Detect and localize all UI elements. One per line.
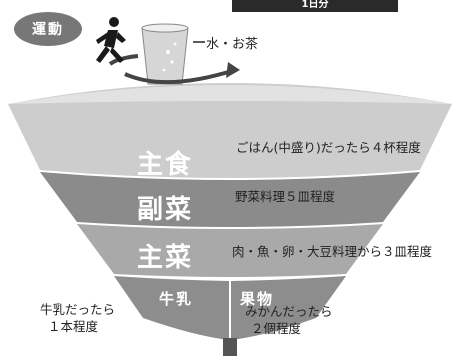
- fruit-description: みかんだったら ２個程度: [245, 303, 333, 337]
- layer-side-dish-shape: [40, 172, 420, 227]
- layer-main-dish-shape: [77, 224, 383, 277]
- layer-milk-shape: [114, 276, 229, 340]
- layer-fruit-label: 果物: [239, 290, 274, 308]
- layer-staple-label: 主食: [136, 150, 193, 180]
- layer-staple-top-highlight: [8, 85, 452, 104]
- runner-icon: [96, 17, 126, 63]
- layer-side-dish-label: 副菜: [136, 195, 193, 225]
- rotation-arrow-icon: [124, 68, 236, 85]
- milk-description: 牛乳だったら １本程度: [40, 301, 115, 335]
- serving-period-tag: 1日分: [232, 0, 398, 12]
- main-dish-description: 肉・魚・卵・大豆料理から３皿程度: [232, 244, 433, 259]
- layer-staple-shape: [8, 83, 452, 178]
- cup-rim: [141, 23, 189, 33]
- spin-tip: [223, 338, 237, 356]
- cup-icon: [141, 27, 189, 85]
- staple-description: ごはん(中盛り)だったら４杯程度: [236, 140, 421, 155]
- layer-main-dish-label: 主菜: [136, 243, 193, 273]
- milk-description-line2: １本程度: [48, 319, 99, 334]
- side-dish-description: 野菜料理５皿程度: [235, 189, 336, 204]
- milk-description-line1: 牛乳だったら: [40, 302, 116, 317]
- fruit-description-line1: みかんだったら: [245, 304, 333, 319]
- exercise-badge: 運動: [14, 12, 82, 46]
- layer-milk-label: 牛乳: [158, 290, 193, 308]
- fruit-description-line2: ２個程度: [251, 321, 302, 336]
- layer-fruit-shape: [231, 276, 346, 340]
- water-tea-label: 水・お茶: [206, 37, 259, 52]
